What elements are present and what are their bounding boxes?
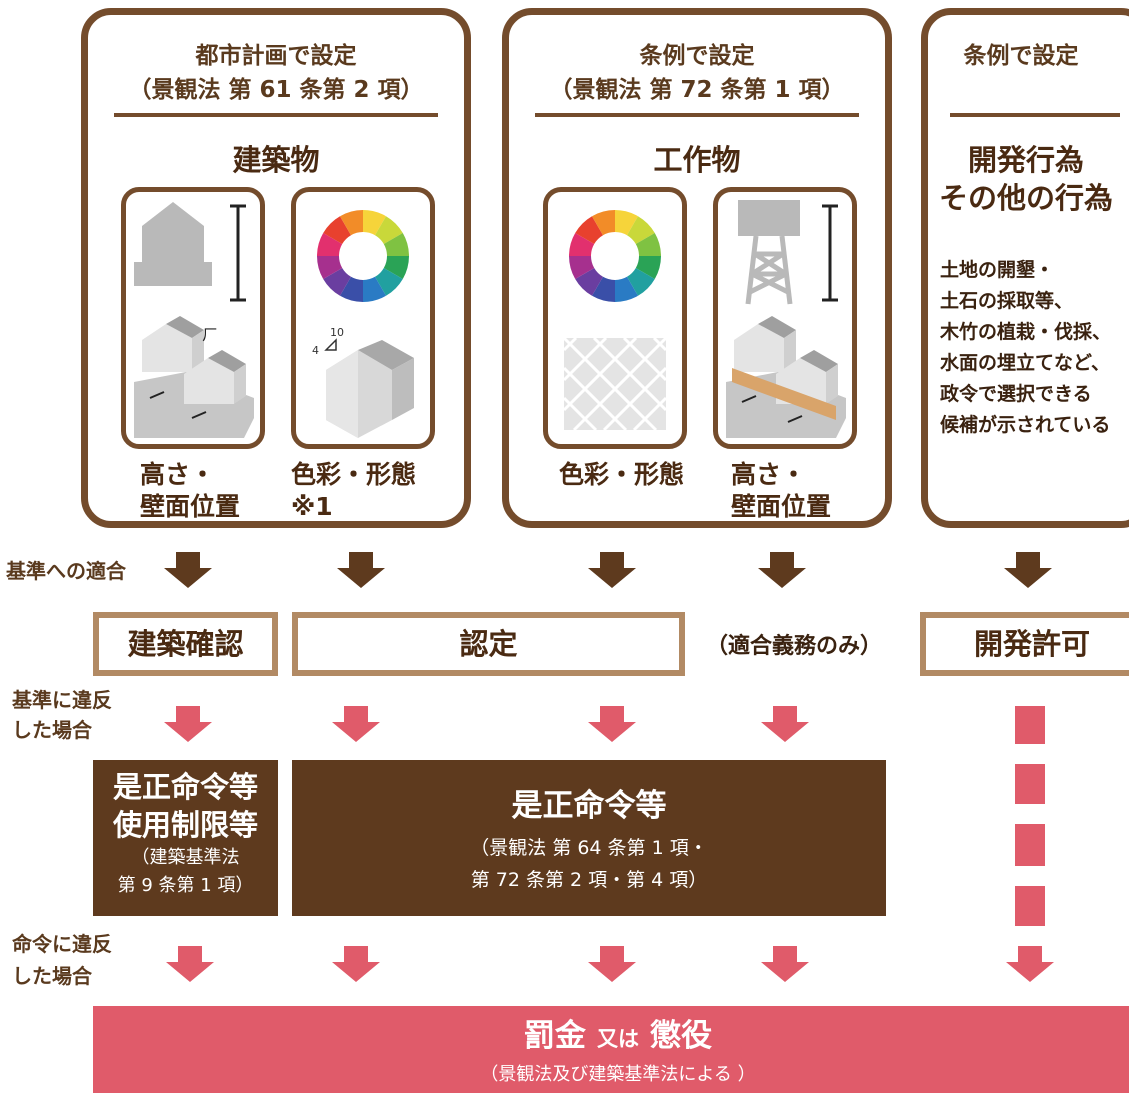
orders-law: （景観法 第 64 条第 1 項・ [470,837,708,859]
penalty-note: （景観法及び建築基準法による ） [480,1064,756,1085]
panel-development: 条例で設定 開発行為 その他の行為 土地の開墾・ 土石の採取等、 木竹の植栽・伐… [921,8,1129,528]
penalty-imprisonment: 懲役 [650,1018,713,1054]
color-wheel-icon [562,210,668,432]
orders-line: 使用制限等 [112,808,258,842]
caption-wall: 壁面位置 [731,492,832,521]
lattice-icon [562,336,668,432]
label-violate-order-2: した場合 [12,964,92,988]
caption-height: 高さ・ [140,460,216,489]
label-violate-standard: 基準に違反 [12,688,112,712]
box-building-confirmation: 建築確認 [93,612,278,676]
card-color-form [543,187,687,449]
box-label: 開発許可 [974,627,1091,661]
panel-title: 条例で設定 [639,43,755,69]
box-development-permit: 開発許可 [920,612,1129,676]
panel-ordinance-structures: 条例で設定 （景観法 第 72 条第 1 項） 工作物 [502,8,892,528]
box-approval: 認定 [292,612,685,676]
orders-law: 第 72 条第 2 項・第 4 項） [470,869,708,891]
down-arrow-icon [588,552,636,588]
building-height-icon: ㄏ [134,202,254,438]
wall-position-icon [726,316,846,438]
panel-subtitle: （景観法 第 61 条第 2 項） [128,77,424,103]
panel-subtitle: （景観法 第 72 条第 1 項） [549,77,845,103]
orders-law: 第 9 条第 1 項） [117,875,254,896]
orders-line: 是正命令等 [112,770,258,804]
orders-title: 是正命令等 [511,788,667,824]
building-form-icon: 4 10 [312,326,414,438]
description-line: 候補が示されている [940,414,1111,436]
divider [535,113,859,117]
svg-text:ㄏ: ㄏ [202,325,218,344]
penalty-or: 又は [597,1027,639,1051]
label-conformity: 基準への適合 [6,559,126,583]
label-violate-standard-2: した場合 [12,718,92,742]
duty-only-label: （適合義務のみ） [706,634,883,659]
description-line: 土石の採取等、 [940,290,1074,312]
orders-law: （建築基準法 [131,847,240,868]
color-wheel-icon: 4 10 [312,210,414,438]
caption-height: 高さ・ [731,460,807,489]
down-arrow-icon [164,706,212,742]
caption-note: ※1 [291,492,333,521]
caption-color-form: 色彩・形態 [559,460,685,489]
card-height-wall [713,187,857,449]
description-line: 政令で選択できる [940,383,1092,405]
label-violate-order: 命令に違反 [12,932,112,956]
down-arrow-icon [332,946,380,982]
box-label: 建築確認 [127,627,244,661]
caption-color-form: 色彩・形態 [291,460,417,489]
down-arrow-icon [337,552,385,588]
down-arrow-icon [758,552,806,588]
down-arrow-icon [588,946,636,982]
svg-text:10: 10 [330,326,344,339]
panel-title: 条例で設定 [963,43,1079,69]
panel-heading-2: その他の行為 [938,181,1113,215]
description-line: 木竹の植栽・伐採、 [940,321,1112,343]
panel-heading: 建築物 [232,143,320,177]
box-corrective-orders-landscape: 是正命令等 （景観法 第 64 条第 1 項・ 第 72 条第 2 項・第 4 … [292,760,886,916]
card-height-wall: ㄏ [121,187,265,449]
down-arrow-icon [166,946,214,982]
description-line: 土地の開墾・ [940,259,1055,281]
divider [950,113,1120,117]
panel-heading: 開発行為 [967,143,1084,177]
down-arrow-icon [761,946,809,982]
svg-text:4: 4 [312,344,319,357]
caption-wall: 壁面位置 [140,492,241,521]
box-corrective-orders-building: 是正命令等 使用制限等 （建築基準法 第 9 条第 1 項） [93,760,278,916]
down-arrow-icon [164,552,212,588]
tower-icon [726,200,846,438]
box-label: 認定 [459,627,518,661]
down-arrow-icon [761,706,809,742]
description-line: 水面の埋立てなど、 [940,352,1111,374]
panel-heading: 工作物 [653,143,741,177]
penalty-title: 罰金 又は 懲役 [93,1016,1129,1061]
box-penalty: 罰金 又は 懲役 （景観法及び建築基準法による ） [93,1006,1129,1093]
down-arrow-icon [588,706,636,742]
down-arrow-icon [1004,552,1052,588]
divider [114,113,438,117]
down-arrow-icon [1006,946,1054,982]
penalty-fine: 罰金 [523,1018,586,1054]
panel-title: 都市計画で設定 [195,43,357,69]
card-color-form: 4 10 [291,187,435,449]
down-arrow-icon [332,706,380,742]
panel-city-planning: 都市計画で設定 （景観法 第 61 条第 2 項） 建築物 ㄏ [81,8,471,528]
